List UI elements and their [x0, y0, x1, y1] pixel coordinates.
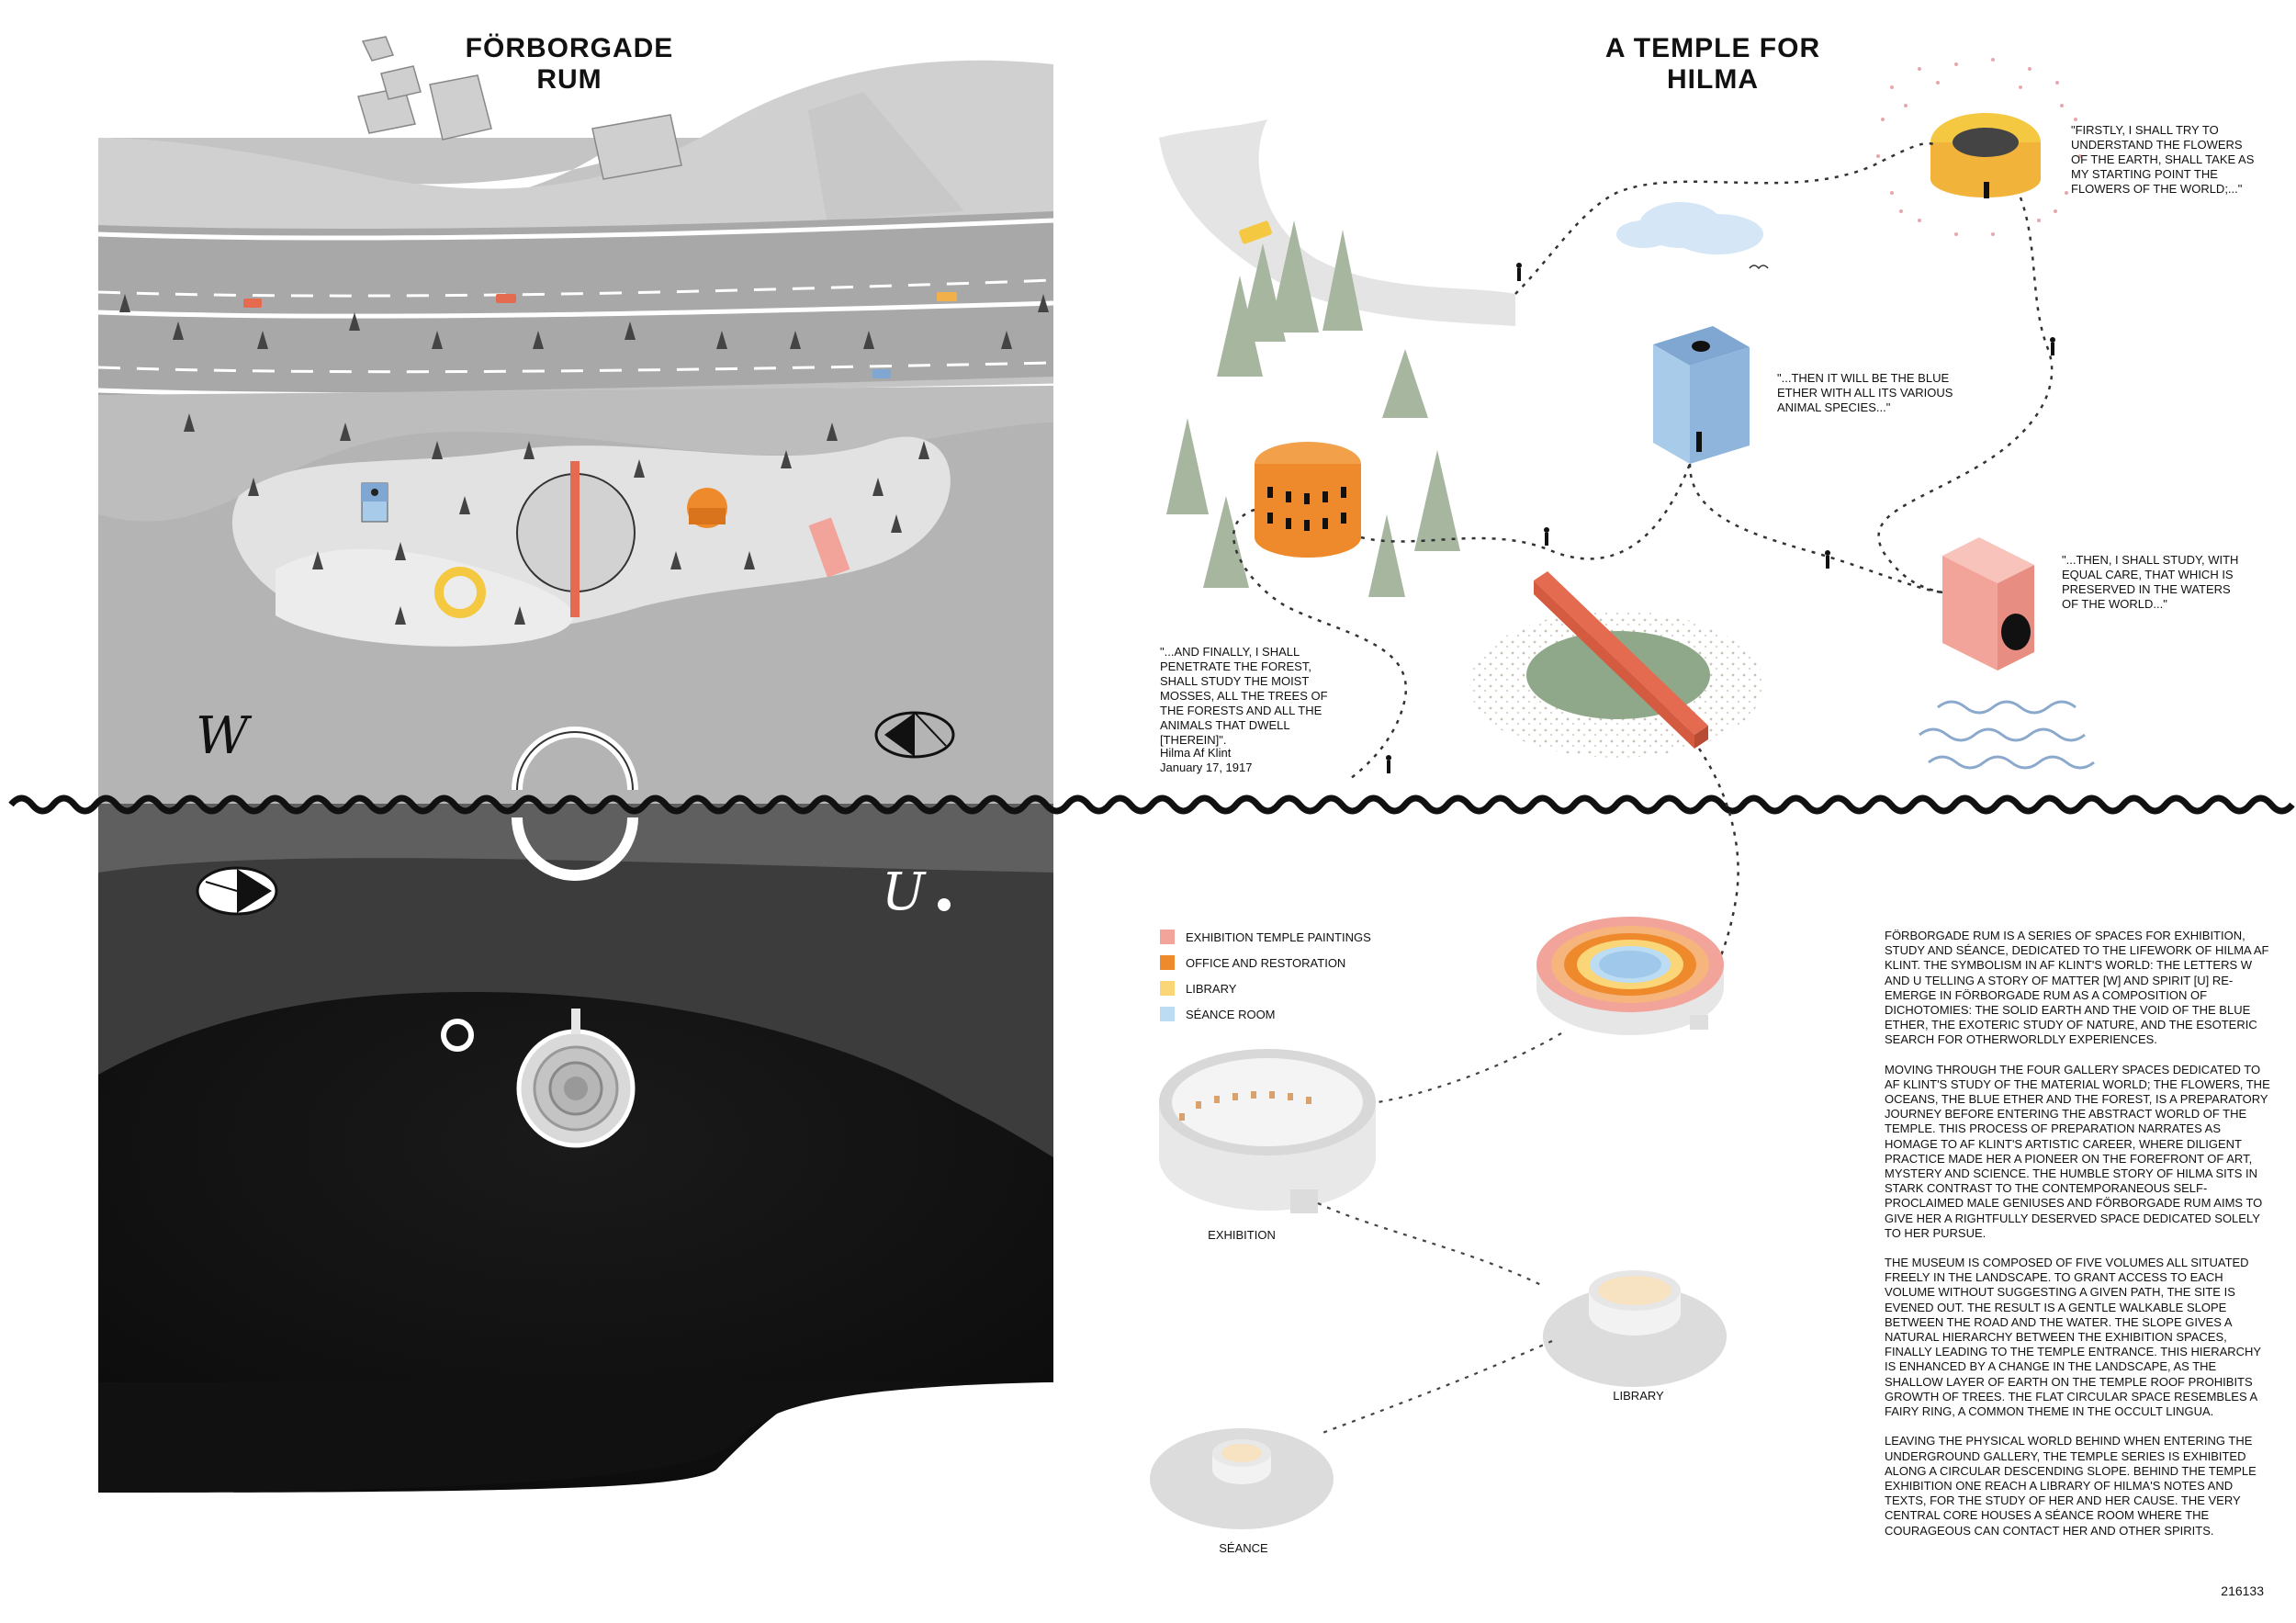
cloud: [1616, 202, 1763, 254]
quote-waters: "...THEN, I SHALL STUDY, WITH EQUAL CARE…: [2062, 553, 2239, 611]
legend-swatch: [1160, 955, 1175, 970]
site-plan-panel: W U: [97, 36, 1054, 1493]
signature-name: Hilma Af Klint: [1160, 746, 1232, 760]
people: [1386, 263, 2055, 773]
flower-field: [1876, 58, 2082, 236]
legend-label: EXHIBITION TEMPLE PAINTINGS: [1186, 930, 1371, 944]
legend-item-exhibition: EXHIBITION TEMPLE PAINTINGS: [1160, 930, 1371, 944]
description-paragraph: THE MUSEUM IS COMPOSED OF FIVE VOLUMES A…: [1885, 1256, 2261, 1419]
exhibition-axonometric: [1159, 1049, 1376, 1213]
legend-label: SÉANCE ROOM: [1186, 1007, 1276, 1021]
legend-item-office: OFFICE AND RESTORATION: [1160, 955, 1345, 970]
quote-flowers: "FIRSTLY, I SHALL TRY TO UNDERSTAND THE …: [2071, 123, 2255, 196]
matter-spirit-wave: [8, 795, 2295, 815]
access-road: [1159, 119, 1515, 326]
caption-library: LIBRARY: [1613, 1389, 1664, 1403]
seance-axonometric: [1150, 1428, 1334, 1529]
forest: [1166, 220, 1460, 597]
left-title: FÖRBORGADE RUM: [465, 33, 674, 95]
caption-seance: SÉANCE: [1219, 1541, 1268, 1555]
forest-office-building: [1255, 442, 1361, 558]
signature-date: January 17, 1917: [1160, 761, 1253, 774]
temple-narrative-panel: [1159, 58, 2095, 1002]
red-monolith: [1534, 571, 1708, 749]
legend-swatch: [1160, 930, 1175, 944]
walking-paths: [1232, 141, 2054, 1002]
legend-item-library: LIBRARY: [1160, 981, 1236, 996]
legend-swatch: [1160, 1007, 1175, 1021]
legend-label: LIBRARY: [1186, 981, 1237, 996]
trees-plan: [119, 294, 1049, 625]
legend-label: OFFICE AND RESTORATION: [1186, 955, 1346, 970]
temple-axonometric: [1536, 917, 1724, 1035]
blue-ether-gallery: [1653, 326, 1750, 464]
volumes-diagram: [1150, 917, 1727, 1529]
houses: [357, 36, 682, 180]
description-paragraph: MOVING THROUGH THE FOUR GALLERY SPACES D…: [1885, 1062, 2270, 1240]
w-symbol: W: [196, 706, 253, 766]
quote-forest: "...AND FINALLY, I SHALL PENETRATE THE F…: [1160, 645, 1328, 747]
library-axonometric: [1543, 1270, 1727, 1387]
red-monolith-plan: [570, 461, 580, 617]
waters-gallery: [1942, 537, 2034, 671]
highway: [98, 211, 1053, 395]
caption-exhibition: EXHIBITION: [1208, 1228, 1276, 1242]
volume-connectors: [1317, 1032, 1562, 1435]
description-paragraph: FÖRBORGADE RUM IS A SERIES OF SPACES FOR…: [1885, 929, 2269, 1047]
temple-entrance-ring: [512, 727, 638, 881]
right-title: A TEMPLE FOR HILMA: [1604, 33, 1821, 95]
water-waves: [1919, 700, 2095, 770]
u-symbol: U: [882, 862, 927, 922]
entry-code: 216133: [2221, 1584, 2264, 1598]
description-paragraph: LEAVING THE PHYSICAL WORLD BEHIND WHEN E…: [1885, 1434, 2257, 1538]
description-text: FÖRBORGADE RUM IS A SERIES OF SPACES FOR…: [1885, 929, 2270, 1553]
triangle-ellipse-symbol-lower: [196, 866, 278, 916]
flowers-gallery: [1930, 113, 2041, 198]
legend-swatch: [1160, 981, 1175, 996]
triangle-ellipse-symbol-upper: [874, 711, 955, 759]
quote-ether: "...THEN IT WILL BE THE BLUE ETHER WITH …: [1777, 371, 1953, 414]
legend-item-seance: SÉANCE ROOM: [1160, 1007, 1276, 1021]
